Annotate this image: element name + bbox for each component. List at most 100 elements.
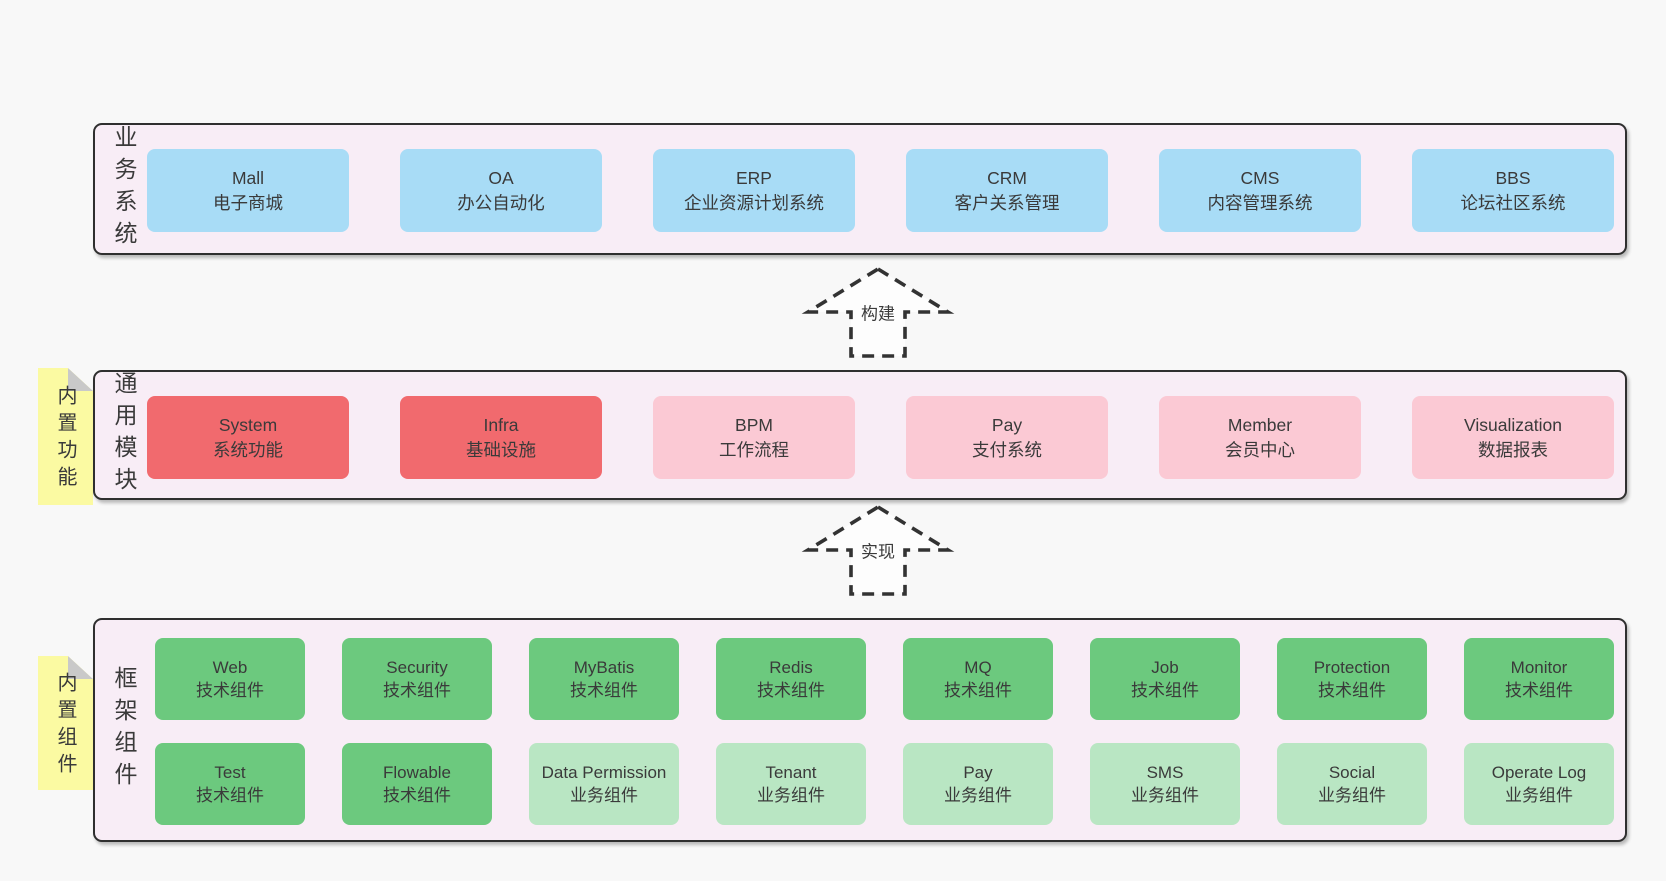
box-data-permission: Data Permission 业务组件 xyxy=(529,743,679,825)
box-oa: OA 办公自动化 xyxy=(400,149,602,232)
box-subtitle: 技术组件 xyxy=(1318,681,1386,700)
box-title: Job xyxy=(1151,658,1179,677)
box-title: OA xyxy=(488,167,514,188)
box-social: Social 业务组件 xyxy=(1277,743,1427,825)
box-title: Pay xyxy=(991,414,1023,435)
box-mall: Mall 电子商城 xyxy=(147,149,349,232)
arrow-build: 构建 xyxy=(801,266,955,359)
arrow-build-label: 构建 xyxy=(858,298,898,326)
box-title: MyBatis xyxy=(573,658,635,677)
box-subtitle: 技术组件 xyxy=(757,681,825,700)
band-business-systems: 业务系统 Mall 电子商城 OA 办公自动化 ERP 企业资源计划系统 CRM 客户关系管理… xyxy=(93,123,1627,255)
box-subtitle: 业务组件 xyxy=(944,786,1012,805)
box-title: BBS xyxy=(1495,167,1531,188)
box-mq: MQ 技术组件 xyxy=(903,638,1053,720)
box-subtitle: 业务组件 xyxy=(1131,786,1199,805)
box-subtitle: 技术组件 xyxy=(1505,681,1573,700)
box-pay: Pay 支付系统 xyxy=(906,396,1108,479)
box-system: System 系统功能 xyxy=(147,396,349,479)
box-title: Security xyxy=(386,658,448,677)
box-subtitle: 技术组件 xyxy=(944,681,1012,700)
box-title: CMS xyxy=(1240,167,1280,188)
box-subtitle: 业务组件 xyxy=(1318,786,1386,805)
band-business-systems-label: 业务系统 xyxy=(111,125,137,253)
box-subtitle: 技术组件 xyxy=(383,786,451,805)
sticky-note-built-in-components-text: 内置组件 xyxy=(54,671,76,780)
box-subtitle: 技术组件 xyxy=(196,786,264,805)
box-subtitle: 业务组件 xyxy=(757,786,825,805)
box-redis: Redis 技术组件 xyxy=(716,638,866,720)
box-flowable: Flowable 技术组件 xyxy=(342,743,492,825)
box-title: MQ xyxy=(964,658,992,677)
box-title: BPM xyxy=(735,414,773,435)
box-subtitle: 业务组件 xyxy=(570,786,638,805)
sticky-note-built-in-features: 内置功能 xyxy=(38,368,93,505)
box-visualization: Visualization 数据报表 xyxy=(1412,396,1614,479)
box-subtitle: 基础设施 xyxy=(466,439,536,460)
arrow-implement-label: 实现 xyxy=(858,536,898,564)
box-title: Monitor xyxy=(1510,658,1568,677)
band-common-modules: 通用模块 System 系统功能 Infra 基础设施 BPM 工作流程 Pay 支付系统 Me… xyxy=(93,370,1627,500)
box-infra: Infra 基础设施 xyxy=(400,396,602,479)
box-bpm: BPM 工作流程 xyxy=(653,396,855,479)
box-mybatis: MyBatis 技术组件 xyxy=(529,638,679,720)
box-subtitle: 电子商城 xyxy=(213,192,283,213)
box-title: Data Permission xyxy=(541,763,667,782)
common-modules-row: System 系统功能 Infra 基础设施 BPM 工作流程 Pay 支付系统 Member 会… xyxy=(147,396,1614,479)
business-systems-row: Mall 电子商城 OA 办公自动化 ERP 企业资源计划系统 CRM 客户关系管理 CMS 内容… xyxy=(147,149,1614,232)
box-subtitle: 论坛社区系统 xyxy=(1460,192,1566,213)
box-title: ERP xyxy=(736,167,772,188)
box-subtitle: 技术组件 xyxy=(383,681,451,700)
arrow-implement: 实现 xyxy=(801,504,955,597)
box-title: Operate Log xyxy=(1491,763,1587,782)
box-title: Redis xyxy=(769,658,813,677)
sticky-note-built-in-features-text: 内置功能 xyxy=(54,385,76,494)
box-subtitle: 办公自动化 xyxy=(457,192,545,213)
box-title: Pay xyxy=(963,763,993,782)
box-subtitle: 工作流程 xyxy=(719,439,789,460)
box-title: Protection xyxy=(1313,658,1391,677)
box-operate-log: Operate Log 业务组件 xyxy=(1464,743,1614,825)
box-security: Security 技术组件 xyxy=(342,638,492,720)
box-subtitle: 内容管理系统 xyxy=(1207,192,1313,213)
box-title: Mall xyxy=(231,167,265,188)
box-subtitle: 技术组件 xyxy=(570,681,638,700)
box-subtitle: 系统功能 xyxy=(213,439,283,460)
box-subtitle: 数据报表 xyxy=(1478,439,1548,460)
box-subtitle: 业务组件 xyxy=(1505,786,1573,805)
box-member: Member 会员中心 xyxy=(1159,396,1361,479)
box-test: Test 技术组件 xyxy=(155,743,305,825)
box-title: Member xyxy=(1227,414,1293,435)
box-bbs: BBS 论坛社区系统 xyxy=(1412,149,1614,232)
box-cms: CMS 内容管理系统 xyxy=(1159,149,1361,232)
box-protection: Protection 技术组件 xyxy=(1277,638,1427,720)
box-title: System xyxy=(218,414,278,435)
box-title: Visualization xyxy=(1464,414,1562,435)
box-subtitle: 技术组件 xyxy=(1131,681,1199,700)
box-subtitle: 客户关系管理 xyxy=(954,192,1060,213)
box-title: SMS xyxy=(1146,763,1184,782)
box-subtitle: 企业资源计划系统 xyxy=(684,192,824,213)
box-title: Web xyxy=(212,658,248,677)
box-subtitle: 支付系统 xyxy=(972,439,1042,460)
box-job: Job 技术组件 xyxy=(1090,638,1240,720)
box-subtitle: 技术组件 xyxy=(196,681,264,700)
box-pay: Pay 业务组件 xyxy=(903,743,1053,825)
box-subtitle: 会员中心 xyxy=(1225,439,1295,460)
box-title: Social xyxy=(1328,763,1376,782)
box-web: Web 技术组件 xyxy=(155,638,305,720)
box-title: Infra xyxy=(483,414,519,435)
box-title: Test xyxy=(214,763,246,782)
sticky-note-built-in-components: 内置组件 xyxy=(38,656,93,790)
box-sms: SMS 业务组件 xyxy=(1090,743,1240,825)
band-framework-components-label: 框架组件 xyxy=(111,666,137,794)
box-title: CRM xyxy=(987,167,1027,188)
box-title: Flowable xyxy=(382,763,452,782)
box-monitor: Monitor 技术组件 xyxy=(1464,638,1614,720)
band-common-modules-label: 通用模块 xyxy=(111,371,137,499)
box-erp: ERP 企业资源计划系统 xyxy=(653,149,855,232)
